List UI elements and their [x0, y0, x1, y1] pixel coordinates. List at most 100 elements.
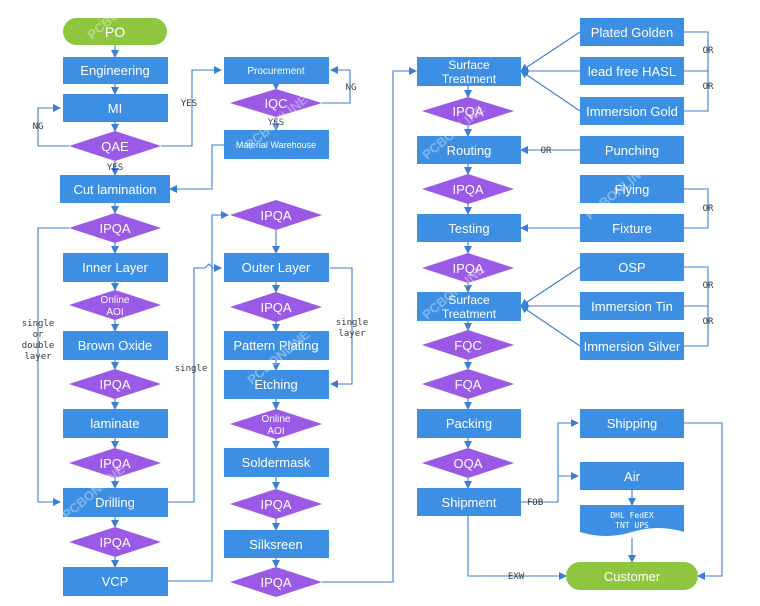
process-pattern-plating[interactable] [224, 331, 329, 360]
edge-drilling-outer-layer [168, 263, 222, 503]
edge-iqc-ng-procurement [322, 66, 351, 104]
decision-online-aoi-1-line2: AOI [106, 307, 123, 318]
process-brown-oxide[interactable] [63, 331, 168, 360]
process-lead-free-hasl-label: lead free HASL [588, 64, 676, 79]
process-air[interactable] [580, 462, 684, 490]
decision-ipqa-5[interactable] [230, 200, 322, 230]
label-single-layer-line1: single [336, 318, 369, 328]
process-soldermask[interactable] [224, 448, 329, 477]
decision-online-aoi-2-line2: AOI [267, 426, 284, 437]
edge-plated-golden-surface [520, 31, 581, 72]
decision-ipqa-8[interactable] [230, 567, 322, 597]
label-or-top-1: OR [703, 46, 714, 56]
process-cut-lamination-label: Cut lamination [73, 182, 156, 197]
process-osp-label: OSP [618, 260, 645, 275]
document-couriers[interactable] [580, 505, 684, 536]
process-punching[interactable] [580, 136, 684, 164]
edge-immersion-gold-surface [520, 70, 581, 112]
process-material-warehouse[interactable] [224, 130, 329, 159]
process-inner-layer[interactable] [63, 253, 168, 282]
process-shipping[interactable] [580, 409, 684, 438]
connectors [37, 31, 723, 583]
process-etching-label: Etching [254, 377, 297, 392]
process-plated-golden[interactable] [580, 18, 684, 46]
process-engineering[interactable] [63, 57, 168, 84]
process-lead-free-hasl[interactable] [580, 57, 684, 85]
process-immersion-gold[interactable] [580, 97, 684, 125]
terminal-customer[interactable] [566, 562, 698, 590]
process-osp[interactable] [580, 253, 684, 281]
decision-online-aoi-2[interactable] [230, 409, 322, 439]
decision-ipqa-2[interactable] [69, 369, 161, 399]
process-immersion-silver[interactable] [580, 332, 684, 360]
decision-online-aoi-1[interactable] [69, 290, 161, 320]
terminal-po[interactable] [63, 18, 167, 45]
label-exw: EXW [508, 572, 525, 582]
decision-ipqa-6[interactable] [230, 292, 322, 322]
process-vcp[interactable] [63, 567, 168, 596]
process-surface-treatment-2-line1: Surface [448, 293, 490, 307]
process-drilling-label: Drilling [95, 495, 135, 510]
decision-fqc[interactable] [422, 330, 514, 360]
label-bypass-line4: layer [24, 352, 52, 362]
process-laminate-label: laminate [90, 416, 139, 431]
process-surface-treatment-2[interactable] [417, 292, 521, 321]
process-testing[interactable] [417, 214, 521, 242]
process-packing[interactable] [417, 409, 521, 438]
process-etching[interactable] [224, 370, 329, 399]
decision-ipqa-9-label: IPQA [452, 104, 483, 119]
decision-ipqa-3-label: IPQA [99, 456, 130, 471]
label-bypass-line2: or [33, 330, 44, 340]
label-or-punching: OR [541, 146, 552, 156]
decision-ipqa-4[interactable] [69, 527, 161, 557]
edge-shipment-exw-customer [467, 516, 567, 580]
process-surface-treatment-1[interactable] [417, 57, 521, 86]
edge-ipqa-surface-treatment [322, 67, 417, 583]
process-outer-layer[interactable] [224, 253, 329, 282]
edge-outer-layer-bypass-etching [330, 267, 353, 388]
decision-fqa[interactable] [422, 369, 514, 399]
process-fixture[interactable] [580, 214, 684, 242]
process-immersion-tin[interactable] [580, 292, 684, 320]
decision-ipqa-11[interactable] [422, 253, 514, 283]
decision-ipqa-1[interactable] [69, 213, 161, 243]
decision-ipqa-10[interactable] [422, 174, 514, 204]
decision-ipqa-11-label: IPQA [452, 261, 483, 276]
process-mi[interactable] [63, 94, 168, 122]
label-iqc-ng: NG [346, 83, 357, 93]
process-surface-treatment-2-line2: Treatment [442, 307, 497, 321]
edge-qae-ng-mi [37, 104, 69, 147]
label-or-bottom-1: OR [703, 281, 714, 291]
decision-ipqa-7[interactable] [230, 489, 322, 519]
process-flying[interactable] [580, 175, 684, 203]
process-cut-lamination[interactable] [60, 175, 170, 203]
decision-iqc[interactable] [230, 89, 322, 117]
decision-ipqa-4-label: IPQA [99, 535, 130, 550]
process-drilling[interactable] [63, 488, 168, 517]
label-bypass-line3: double [22, 341, 55, 351]
process-punching-label: Punching [605, 143, 659, 158]
process-procurement-label: Procurement [247, 66, 304, 77]
process-silkscreen[interactable] [224, 530, 329, 558]
decision-ipqa-9[interactable] [422, 97, 514, 126]
process-laminate[interactable] [63, 409, 168, 438]
process-material-warehouse-label: Material Warehouse [236, 140, 316, 150]
label-or-top-2: OR [703, 82, 714, 92]
process-procurement[interactable] [224, 57, 329, 84]
process-silkscreen-label: Silksreen [249, 537, 302, 552]
decision-qae[interactable] [69, 131, 161, 161]
process-shipment[interactable] [417, 488, 521, 516]
label-iqc-yes: YES [268, 118, 284, 128]
decision-ipqa-3[interactable] [69, 448, 161, 478]
edge-shipping-customer [684, 422, 723, 580]
process-mi-label: MI [108, 101, 122, 116]
decision-oqa[interactable] [422, 448, 514, 478]
process-immersion-gold-label: Immersion Gold [586, 104, 678, 119]
decision-ipqa-7-label: IPQA [260, 497, 291, 512]
process-testing-label: Testing [448, 221, 489, 236]
edge-warehouse-cut-lamination [169, 144, 224, 193]
edge-vcp-ipqa [168, 211, 229, 582]
process-inner-layer-label: Inner Layer [82, 260, 148, 275]
process-routing[interactable] [417, 136, 521, 164]
nodes: PO Engineering MI QAE Cut lamination IPQ… [60, 18, 698, 597]
